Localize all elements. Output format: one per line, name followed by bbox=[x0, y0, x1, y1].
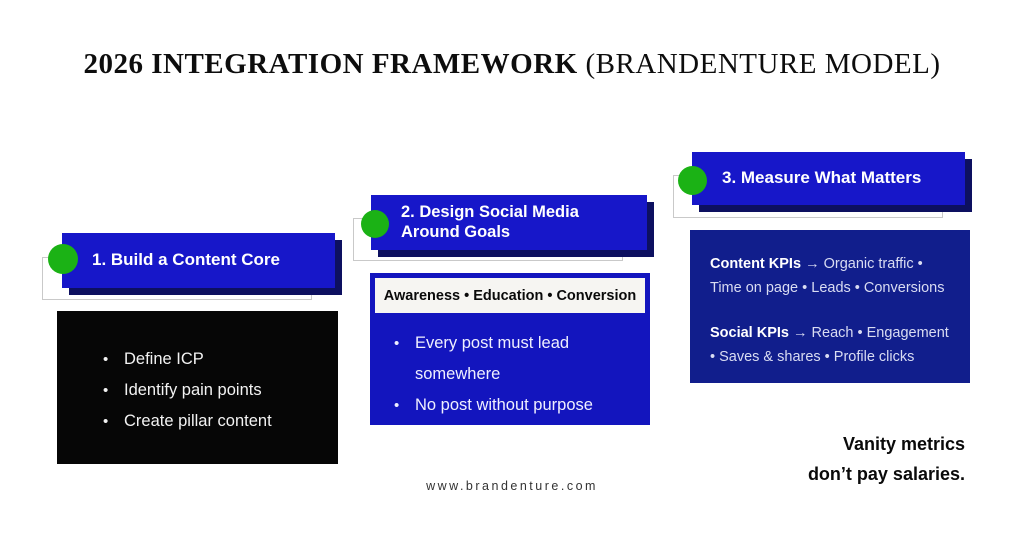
social-kpis-group: Social KPIs → Reach • Engagement • Saves… bbox=[710, 321, 952, 369]
title-main: 2026 INTEGRATION FRAMEWORK bbox=[83, 48, 578, 80]
step2-header-label: 2. Design Social Media Around Goals bbox=[401, 202, 579, 241]
step3-kpi-box: Content KPIs → Organic traffic • Time on… bbox=[690, 230, 970, 383]
step2-header: 2. Design Social Media Around Goals bbox=[371, 195, 647, 250]
list-item: No post without purpose bbox=[394, 390, 594, 421]
funnel-stages-strip: Awareness • Education • Conversion bbox=[375, 278, 645, 313]
title-subtitle: (BRANDENTURE MODEL) bbox=[585, 48, 941, 80]
list-item: Create pillar content bbox=[103, 406, 318, 437]
step1-bullet-list: Define ICP Identify pain points Create p… bbox=[103, 344, 318, 437]
step3-header-label: 3. Measure What Matters bbox=[722, 168, 922, 188]
arrow-icon: → bbox=[805, 256, 820, 272]
step1-content-box: Define ICP Identify pain points Create p… bbox=[57, 311, 338, 464]
step3-header: 3. Measure What Matters bbox=[692, 152, 965, 205]
content-kpis-items: Organic traffic • Time on page • Leads •… bbox=[710, 256, 945, 296]
tagline-line2: don’t pay salaries. bbox=[807, 464, 965, 484]
step2-bullet-list: Every post must lead somewhere No post w… bbox=[370, 318, 650, 421]
list-item: Define ICP bbox=[103, 344, 318, 375]
step3-green-dot-icon bbox=[678, 166, 707, 195]
social-kpis-label: Social KPIs bbox=[710, 325, 789, 341]
content-kpis-label: Content KPIs bbox=[710, 256, 802, 272]
website-url: www.brandenture.com bbox=[426, 479, 598, 493]
step1-header-label: 1. Build a Content Core bbox=[92, 250, 280, 270]
content-kpis-group: Content KPIs → Organic traffic • Time on… bbox=[710, 252, 952, 300]
list-item: Identify pain points bbox=[103, 375, 318, 406]
tagline: Vanity metrics don’t pay salaries. bbox=[808, 429, 965, 489]
step1-green-dot-icon bbox=[48, 244, 78, 274]
step2-green-dot-icon bbox=[361, 210, 389, 238]
arrow-icon: → bbox=[793, 325, 808, 341]
page-title: 2026 INTEGRATION FRAMEWORK (BRANDENTURE … bbox=[0, 48, 1024, 81]
step1-header: 1. Build a Content Core bbox=[62, 233, 335, 288]
step2-content-box: Awareness • Education • Conversion Every… bbox=[370, 273, 650, 425]
social-kpis-items: Reach • Engagement • Saves & shares • Pr… bbox=[710, 325, 949, 365]
tagline-line1: Vanity metrics bbox=[842, 434, 965, 454]
list-item: Every post must lead somewhere bbox=[394, 328, 594, 390]
